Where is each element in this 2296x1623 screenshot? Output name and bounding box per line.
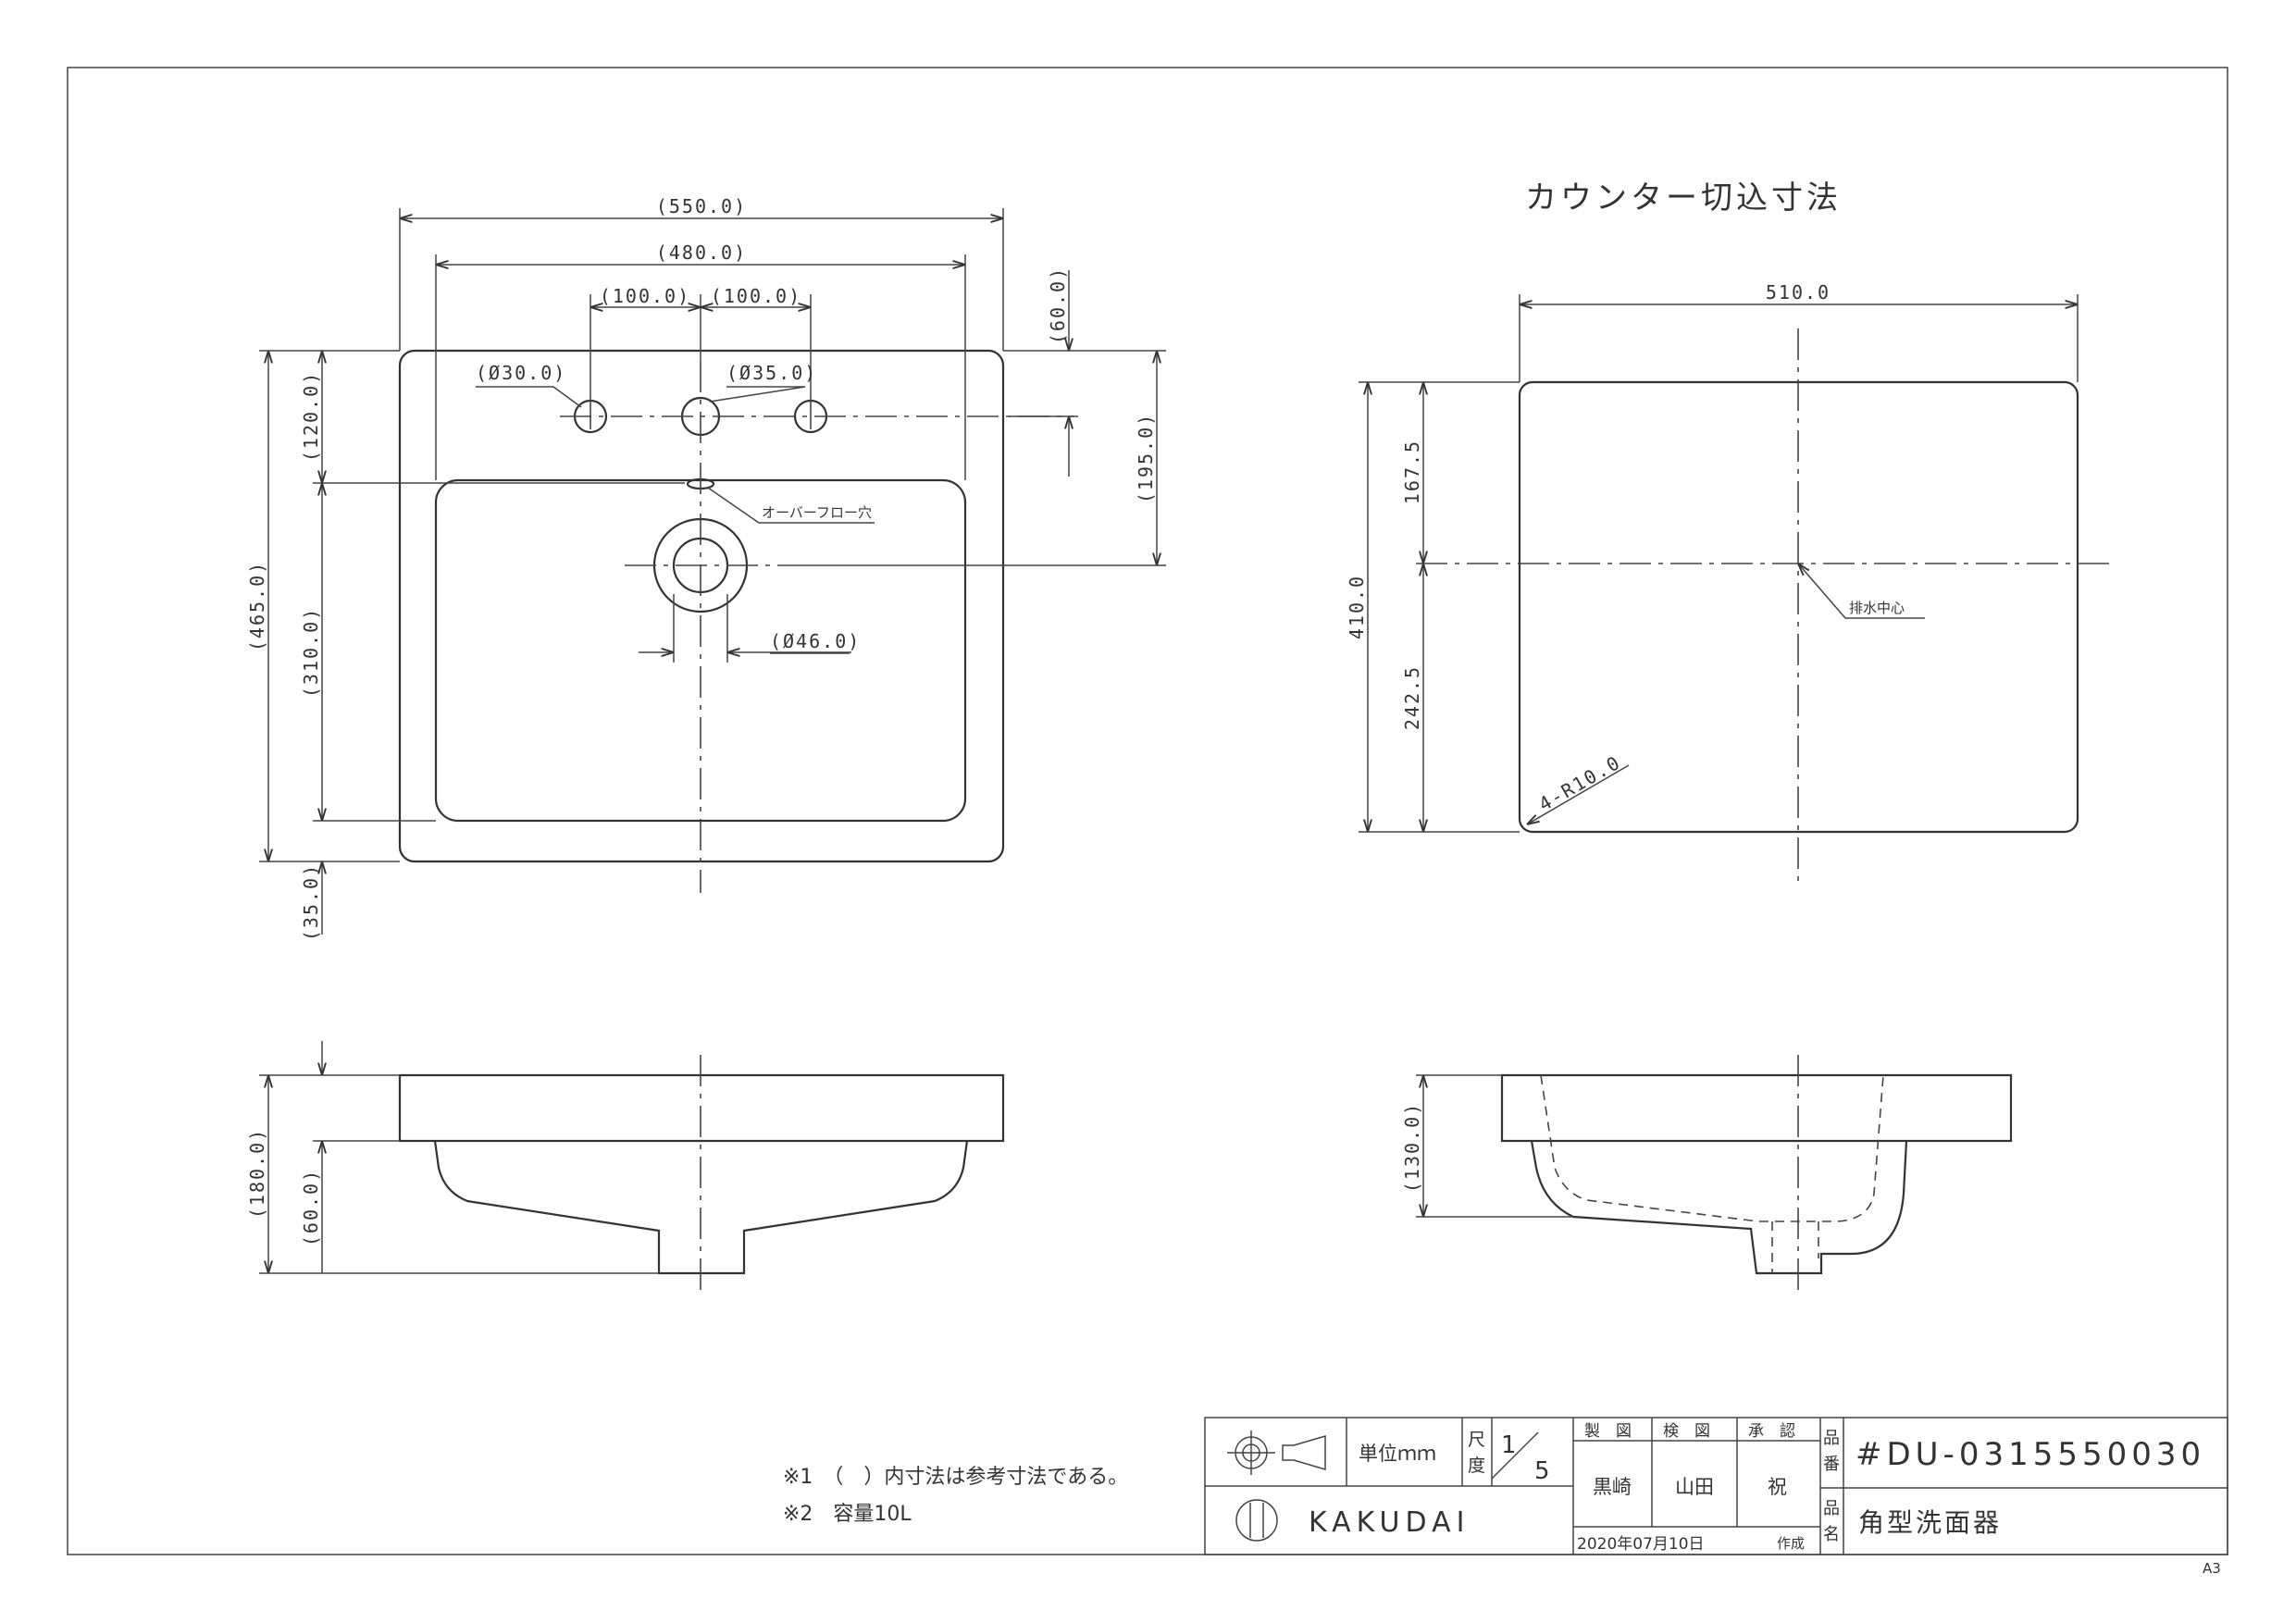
dim-side-height: (130.0) <box>1401 1102 1423 1193</box>
dim-bottom-margin: (35.0) <box>300 863 322 941</box>
note-1: ※1 （ ）内寸法は参考寸法である。 <box>783 1466 1128 1489</box>
label-drain-center: 排水中心 <box>1849 600 1905 616</box>
dim-cutout-width: 510.0 <box>1766 281 1831 304</box>
header-approved: 承 認 <box>1748 1422 1795 1441</box>
part-number: #DU-0315550030 <box>1855 1436 2205 1473</box>
dim-front-rim-height: (60.0) <box>300 1169 322 1246</box>
scale-num: 1 <box>1501 1431 1517 1459</box>
part-name: 角型洗面器 <box>1858 1507 2002 1538</box>
third-angle-projection-icon <box>1227 1431 1326 1475</box>
dim-overall-width: (550.0) <box>656 195 747 217</box>
dim-total-depth: (465.0) <box>246 561 268 651</box>
note-2: ※2 容量10L <box>783 1503 912 1526</box>
dim-cutout-lower: 242.5 <box>1401 665 1423 730</box>
front-view: (180.0) (60.0) <box>246 1041 1005 1295</box>
sheet-border <box>67 67 2228 1555</box>
cutout-title: カウンター切込寸法 <box>1525 180 1842 217</box>
company-name: KAKUDAI <box>1309 1506 1470 1539</box>
dim-hole-center-dia: (Ø35.0) <box>726 362 817 384</box>
basin-outline <box>398 349 1005 863</box>
name-approved: 祝 <box>1768 1476 1787 1498</box>
side-bowl-hidden <box>1540 1074 1884 1222</box>
unit-label: 単位ｍｍ <box>1359 1443 1436 1465</box>
cutout-view: カウンター切込寸法 510.0 410.0 167.5 242.5 4-R10.… <box>1346 180 2115 888</box>
label-part-name-1: 品 <box>1823 1499 1840 1518</box>
dim-bowl-depth: (310.0) <box>300 607 322 698</box>
dim-top-margin: (60.0) <box>1047 266 1069 344</box>
creation-suffix: 作成 <box>1777 1535 1805 1552</box>
label-overflow: オーバーフロー穴 <box>762 504 872 521</box>
header-checked: 検 図 <box>1663 1422 1710 1441</box>
dim-deck-depth: (120.0) <box>300 371 322 462</box>
name-drawn: 黒崎 <box>1593 1476 1632 1498</box>
dim-cutout-upper: 167.5 <box>1401 440 1423 504</box>
header-drawn: 製 図 <box>1584 1422 1632 1441</box>
side-rim <box>1500 1073 2013 1143</box>
dim-hole-pitch-left: (100.0) <box>600 285 690 307</box>
dim-bowl-width: (480.0) <box>656 242 747 264</box>
scale-label-2: 度 <box>1468 1456 1485 1476</box>
front-rim <box>398 1073 1005 1143</box>
sheet-size: A3 <box>2203 1560 2221 1577</box>
kakudai-logo: KAKUDAI <box>1235 1499 1470 1542</box>
label-part-no-2: 番 <box>1823 1455 1840 1474</box>
side-view: (130.0) <box>1401 1055 2013 1295</box>
title-block: 単位ｍｍ 尺 度 1 5 製 図 検 図 承 認 黒崎 山田 祝 品 番 #DU… <box>1204 1417 2228 1555</box>
dim-drain-dia: (Ø46.0) <box>770 630 861 652</box>
scale-den: 5 <box>1534 1457 1550 1485</box>
dim-drain-offset: (195.0) <box>1135 413 1157 503</box>
front-bowl <box>433 1140 969 1275</box>
creation-date: 2020年07月10日 <box>1577 1535 1705 1554</box>
dim-cutout-radius: 4-R10.0 <box>1535 750 1625 815</box>
scale-label-1: 尺 <box>1468 1430 1485 1450</box>
dim-hole-left-dia: (Ø30.0) <box>476 362 566 384</box>
dim-front-total-height: (180.0) <box>246 1128 268 1219</box>
dim-cutout-height: 410.0 <box>1346 575 1368 639</box>
label-part-name-2: 名 <box>1823 1525 1840 1544</box>
label-part-no-1: 品 <box>1823 1429 1840 1448</box>
side-bowl <box>1530 1140 1908 1275</box>
dim-hole-pitch-right: (100.0) <box>711 285 801 307</box>
plan-view: (550.0) (480.0) (100.0) (100.0) (Ø30.0) … <box>246 195 1166 941</box>
name-checked: 山田 <box>1675 1476 1714 1498</box>
